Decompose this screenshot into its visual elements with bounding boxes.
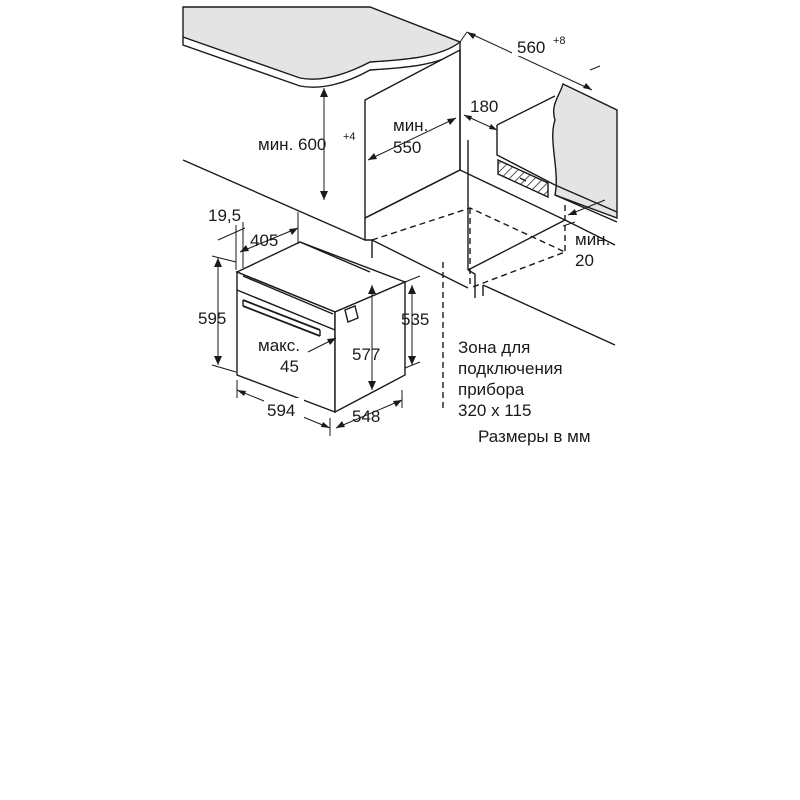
inner-height-label: 577 (352, 345, 380, 364)
cabinet-niche (182, 48, 618, 410)
socket-offset-label: 180 (470, 97, 498, 116)
door-gap-label-1: макс. (258, 336, 300, 355)
dim-niche-depth: мин. 550 (367, 116, 457, 161)
niche-height-label: мин. 600 (258, 135, 326, 154)
dim-socket-offset: 180 (463, 97, 498, 131)
units-note: Размеры в мм (478, 427, 591, 446)
dim-oven-depth: 548 (335, 390, 403, 429)
dim-door-gap: макс. 45 (258, 336, 337, 376)
dim-front-offset: 19,5 (208, 206, 246, 270)
top-depth-label: 405 (250, 231, 278, 250)
oven-width-label: 594 (267, 401, 295, 420)
body-height-label: 535 (401, 310, 429, 329)
socket-zone (497, 158, 549, 199)
dim-niche-width: 560 +8 (459, 31, 601, 91)
door-gap-label-2: 45 (280, 357, 299, 376)
zone-line-4: 320 x 115 (458, 401, 531, 420)
side-gap-label-2: 20 (575, 251, 594, 270)
oven-height-label: 595 (198, 309, 226, 328)
side-gap-label-1: мин. (575, 230, 610, 249)
front-offset-label: 19,5 (208, 206, 241, 225)
niche-height-tolerance: +4 (343, 131, 356, 143)
dim-inner-height: 577 (352, 285, 380, 390)
niche-depth-label-2: 550 (393, 138, 421, 157)
niche-depth-label-1: мин. (393, 116, 428, 135)
oven-depth-label: 548 (352, 407, 380, 426)
dim-niche-height: мин. 600 +4 (258, 88, 356, 200)
zone-line-3: прибора (458, 380, 525, 399)
connection-zone-note: Зона для подключения прибора 320 x 115 (458, 338, 563, 420)
zone-line-2: подключения (458, 359, 563, 378)
dim-top-depth: 405 (239, 212, 299, 253)
zone-line-1: Зона для (458, 338, 530, 357)
dim-oven-height: 595 (198, 255, 237, 373)
oven (235, 241, 407, 414)
dim-oven-width: 594 (236, 380, 331, 436)
dim-side-gap: мин. 20 (562, 199, 610, 270)
niche-width-label: 560 (517, 38, 545, 57)
dim-body-height: 535 (401, 275, 429, 369)
countertop-right (552, 83, 618, 223)
niche-width-tolerance: +8 (553, 35, 566, 47)
